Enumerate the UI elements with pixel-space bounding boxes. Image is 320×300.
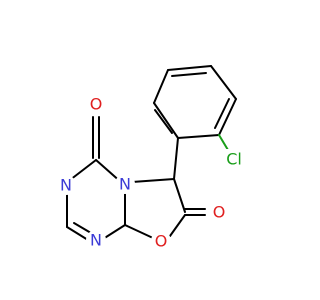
bond-c7-c6 — [173, 178, 186, 213]
bond-ar4-ar5 — [210, 65, 237, 100]
bond-ar3-ar4-inner — [171, 72, 207, 77]
atom-n-bottom-label: N — [90, 231, 102, 250]
atom-n-bridge-label: N — [119, 175, 131, 194]
bond-ar1-ar2-inner — [154, 109, 173, 134]
bond-o-ring-c7 — [169, 214, 186, 237]
bond-ch-n-bottom-b — [73, 222, 92, 234]
atom-o-carbonyl-right-label: O — [213, 203, 226, 222]
bond-ar6-cl — [218, 134, 229, 151]
atom-o-ring: O — [151, 231, 171, 251]
bond-ar1-ar2 — [153, 102, 179, 139]
bond-c6-aryl — [173, 137, 179, 180]
atom-o-carbonyl-top-label: O — [90, 95, 103, 114]
structure-drawing: O N N N O O Cl — [56, 65, 250, 251]
atom-cl-label: Cl — [226, 150, 242, 169]
atom-n-bottom: N — [86, 230, 106, 250]
bond-ar2-ar3 — [153, 69, 169, 104]
atom-o-carbonyl-top: O — [86, 94, 106, 114]
bond-ch-n-bottom-a — [66, 226, 89, 241]
bond-ar5-ar6-inner — [214, 98, 230, 129]
atom-labels: O N N N O O Cl — [56, 94, 250, 251]
bond-n-bottom-c8a — [102, 224, 126, 240]
atom-n-bridge: N — [115, 174, 135, 194]
bond-ar5-ar6 — [218, 98, 237, 136]
bond-ar3-ar4 — [167, 65, 212, 71]
atom-cl: Cl — [220, 149, 250, 169]
atom-o-carbonyl-right: O — [209, 202, 229, 222]
atom-n-left: N — [56, 175, 76, 195]
bond-c4-n-left — [69, 159, 97, 181]
atom-n-left-label: N — [60, 176, 72, 195]
bond-layer — [66, 65, 237, 241]
bond-ar6-ar1 — [177, 134, 220, 139]
molecule-canvas: O N N N O O Cl — [56, 65, 250, 251]
atom-o-ring-label: O — [155, 232, 168, 251]
bond-c8a-o-ring — [124, 224, 154, 239]
bond-c6-n-bridge — [131, 178, 175, 183]
